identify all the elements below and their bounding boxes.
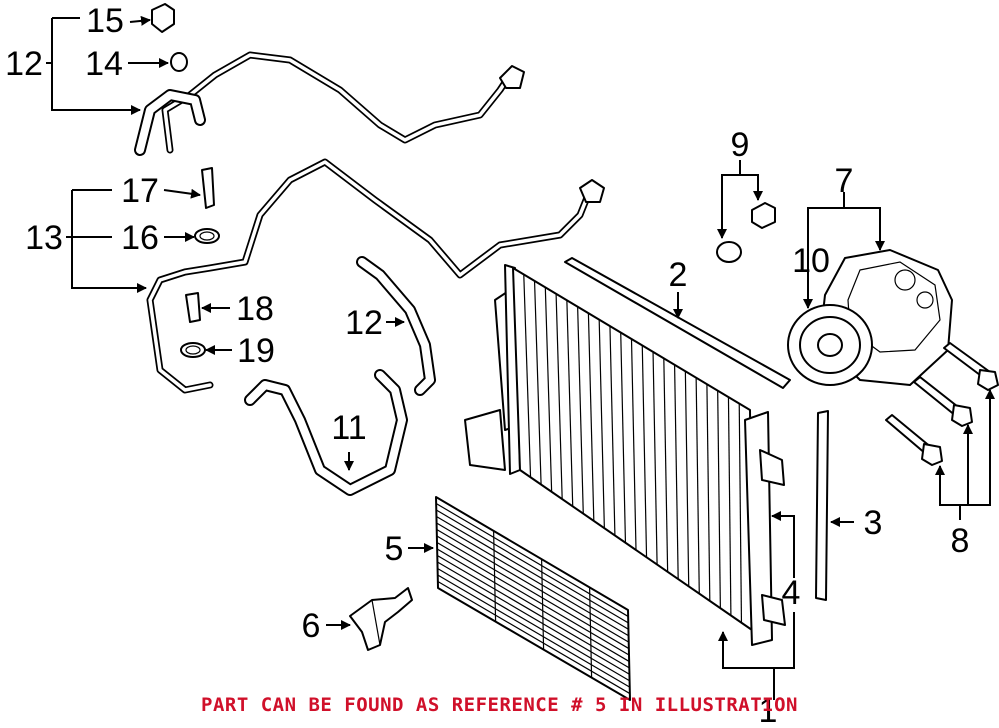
callout-18: 18	[236, 290, 274, 328]
callout-2: 2	[669, 256, 688, 294]
callout-19: 19	[237, 332, 275, 370]
upper-refrigerant-line	[134, 51, 525, 156]
footer-note: PART CAN BE FOUND AS REFERENCE # 5 IN IL…	[201, 694, 798, 716]
callout-7: 7	[835, 162, 854, 200]
condenser-fins	[523, 274, 743, 623]
discharge-hose-short	[356, 256, 436, 396]
grille-lines	[435, 502, 631, 695]
seal-strip-upper	[564, 257, 791, 389]
callout-4: 4	[782, 574, 801, 612]
callout-3: 3	[864, 504, 883, 542]
leader-lines	[46, 15, 995, 700]
seal-strip-side	[815, 410, 829, 601]
callout-13: 13	[25, 219, 63, 257]
small-components	[151, 3, 220, 358]
callout-9: 9	[731, 126, 750, 164]
callout-15: 15	[86, 2, 124, 40]
small-cap	[170, 52, 188, 72]
callout-14: 14	[85, 45, 123, 83]
mounting-bolts	[885, 342, 999, 466]
compressor	[787, 249, 953, 386]
callout-12-center: 12	[345, 304, 383, 342]
condenser	[464, 264, 786, 646]
service-caps	[716, 202, 776, 263]
callout-5: 5	[385, 530, 404, 568]
o-ring-lower	[180, 342, 206, 358]
callout-1: 1	[759, 692, 778, 728]
pressure-switch-cap	[151, 3, 175, 33]
pressure-sensor-upper	[201, 167, 215, 209]
callout-6: 6	[302, 607, 321, 645]
bracket	[349, 587, 413, 651]
o-ring-upper	[194, 228, 220, 244]
callout-11: 11	[331, 409, 366, 447]
pressure-sensor-lower	[185, 292, 201, 323]
callout-16: 16	[121, 219, 159, 257]
liquid-line	[146, 158, 605, 394]
callout-12-top: 12	[5, 45, 43, 83]
callout-8: 8	[951, 522, 970, 560]
air-guide-grille	[435, 496, 631, 701]
callout-10: 10	[792, 242, 830, 280]
callout-numbers: 1 2 3 4 5 6 7 8 9 10 11 12 12 13 14 15 1…	[5, 2, 969, 728]
suction-hose	[244, 369, 408, 496]
callout-17: 17	[121, 172, 159, 210]
